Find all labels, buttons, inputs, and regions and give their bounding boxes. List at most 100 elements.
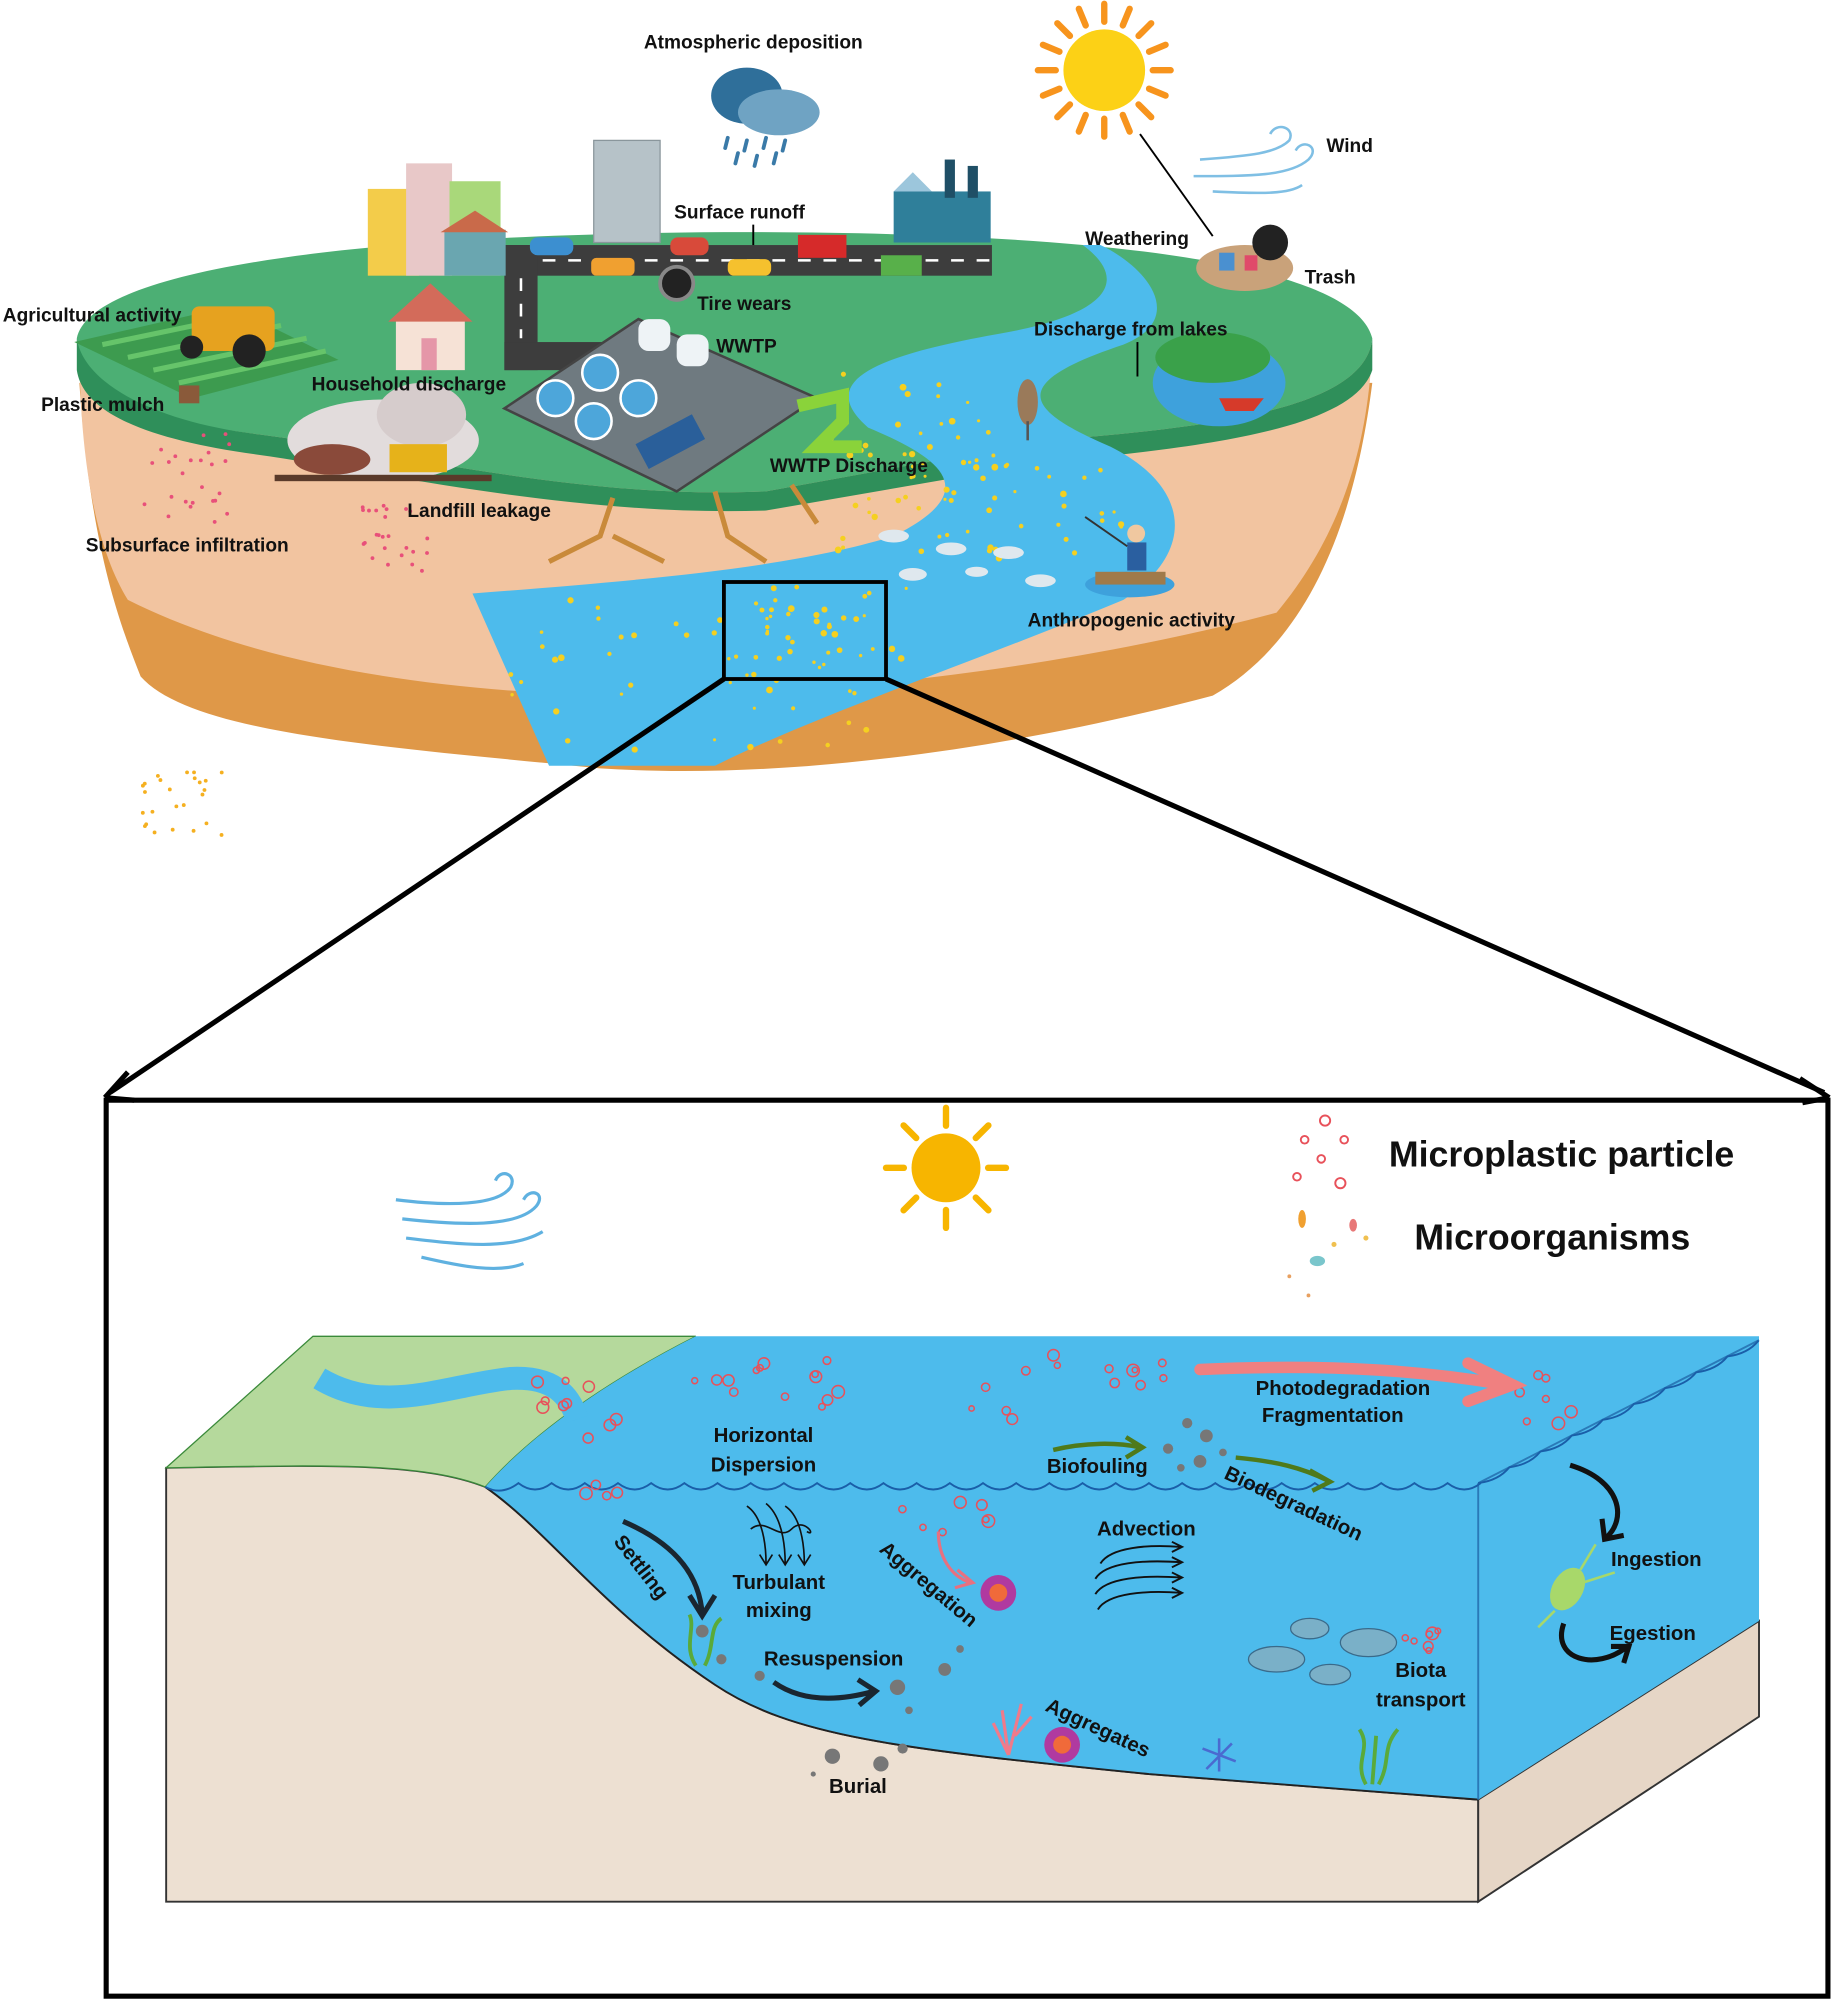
microplastic-dot	[923, 474, 927, 478]
microplastic-dot	[374, 508, 379, 513]
wwtp-plant	[501, 317, 862, 493]
microplastic-particle	[1126, 1363, 1141, 1378]
microplastic-dot	[965, 529, 970, 534]
sun-ray	[1145, 41, 1169, 55]
microplastic-dot	[404, 546, 409, 550]
microplastic-dot	[904, 391, 911, 398]
microplastic-dot	[169, 494, 174, 499]
microplastic-dot	[992, 495, 998, 501]
microplastic-dot	[840, 615, 847, 621]
label-landfill-leakage: Landfill leakage	[407, 501, 550, 522]
microplastic-dot	[618, 634, 624, 640]
microplastic-dot	[1047, 474, 1052, 479]
sun-ray	[1119, 111, 1133, 135]
microplastic-particle	[530, 1375, 545, 1389]
label-trash: Trash	[1305, 267, 1356, 288]
microplastic-dot	[920, 461, 925, 466]
water-surface-waves-right	[1478, 1340, 1760, 1485]
microplastic-dot	[140, 810, 145, 815]
microplastic-particle	[611, 1486, 624, 1499]
microplastic-dot	[765, 629, 770, 633]
microplastic-dot	[813, 611, 820, 619]
microplastic-dot	[765, 616, 769, 621]
fisherman-icon	[1084, 516, 1175, 598]
microplastic-dot	[225, 511, 230, 516]
microplastic-dot	[973, 464, 980, 471]
microplastic-dot	[711, 630, 717, 636]
microplastic-dot	[152, 830, 157, 835]
microplastic-dot	[631, 632, 638, 639]
biota	[687, 1543, 1616, 1786]
sun-disc	[1063, 29, 1146, 112]
shore-particles	[140, 770, 224, 837]
microplastic-particle	[821, 1393, 834, 1406]
microplastic-particle	[1001, 1405, 1012, 1416]
microplastic-dot	[200, 485, 204, 490]
sun-disc	[911, 1133, 981, 1203]
zooplankton-icon	[1537, 1543, 1616, 1629]
microplastic-dot	[519, 680, 524, 685]
label-tire-wears: Tire wears	[697, 294, 791, 315]
sun-ray	[900, 1122, 920, 1142]
microplastic-particle	[811, 1370, 820, 1379]
microplastic-dot	[404, 507, 408, 511]
microplastic-dot	[773, 598, 778, 603]
agriculture-field	[74, 306, 339, 404]
microplastic-dot	[166, 460, 171, 464]
sun-ray	[1054, 101, 1074, 121]
label-surface-runoff: Surface runoff	[674, 202, 805, 223]
microplastic-dot	[607, 651, 612, 657]
microplastic-dot	[866, 590, 872, 596]
microplastic-dot	[765, 624, 770, 630]
microplastic-dot	[821, 606, 828, 613]
label-dispersion: Dispersion	[711, 1455, 816, 1477]
microplastic-dot	[191, 828, 196, 833]
microplastic-dot	[1013, 490, 1017, 494]
zoom-region-box	[721, 580, 888, 681]
microplastic-dot	[510, 693, 514, 697]
microplastic-dot	[777, 739, 783, 744]
microplastic-dot	[862, 593, 868, 599]
label-discharge-from-lakes: Discharge from lakes	[1034, 320, 1227, 341]
microplastic-dot	[822, 662, 826, 667]
microplastic-dot	[553, 708, 560, 715]
microplastic-dot	[1063, 536, 1069, 542]
microplastic-dot	[867, 496, 871, 501]
seabed-line	[484, 1486, 1479, 1801]
trash-pile-icon	[1196, 224, 1294, 292]
microplastic-dot	[360, 505, 365, 510]
microplastic-dot	[384, 507, 389, 512]
microplastic-dot	[1119, 524, 1124, 529]
microplastic-dot	[916, 505, 922, 511]
microplastic-dot	[166, 514, 171, 519]
microplastic-dot	[201, 433, 206, 438]
microplastic-dot	[939, 422, 944, 426]
microplastic-dot	[425, 536, 430, 541]
microplastic-dot	[158, 778, 163, 782]
microplastic-dot	[840, 371, 846, 377]
microplastic-dot	[753, 601, 759, 606]
microplastic-dot	[846, 451, 854, 459]
microplastic-dot	[192, 776, 197, 781]
garbage-truck-icon	[880, 255, 922, 276]
label-ingestion: Ingestion	[1611, 1549, 1702, 1571]
microplastic-dot	[142, 502, 147, 507]
heron-icon	[1017, 379, 1038, 441]
label-household-discharge: Household discharge	[312, 375, 506, 396]
microplastic-dot	[943, 497, 947, 501]
microplastic-dot	[785, 634, 791, 641]
microplastic-dot	[966, 400, 970, 405]
landfill	[274, 382, 492, 482]
car-icon	[670, 237, 709, 256]
microplastic-dot	[628, 682, 634, 688]
microplastic-dot	[753, 654, 759, 660]
aggregate-icon	[980, 1574, 1081, 1763]
microplastic-particle	[579, 1486, 593, 1501]
microplastic-dot	[910, 473, 916, 479]
label-subsurface-infiltration: Subsurface infiltration	[86, 535, 289, 556]
microplastic-dot	[820, 630, 827, 637]
microplastic-dot	[197, 780, 202, 785]
microplastic-dot	[867, 510, 871, 515]
microplastic-dot	[903, 494, 908, 500]
microplastic-particle	[582, 1432, 594, 1444]
